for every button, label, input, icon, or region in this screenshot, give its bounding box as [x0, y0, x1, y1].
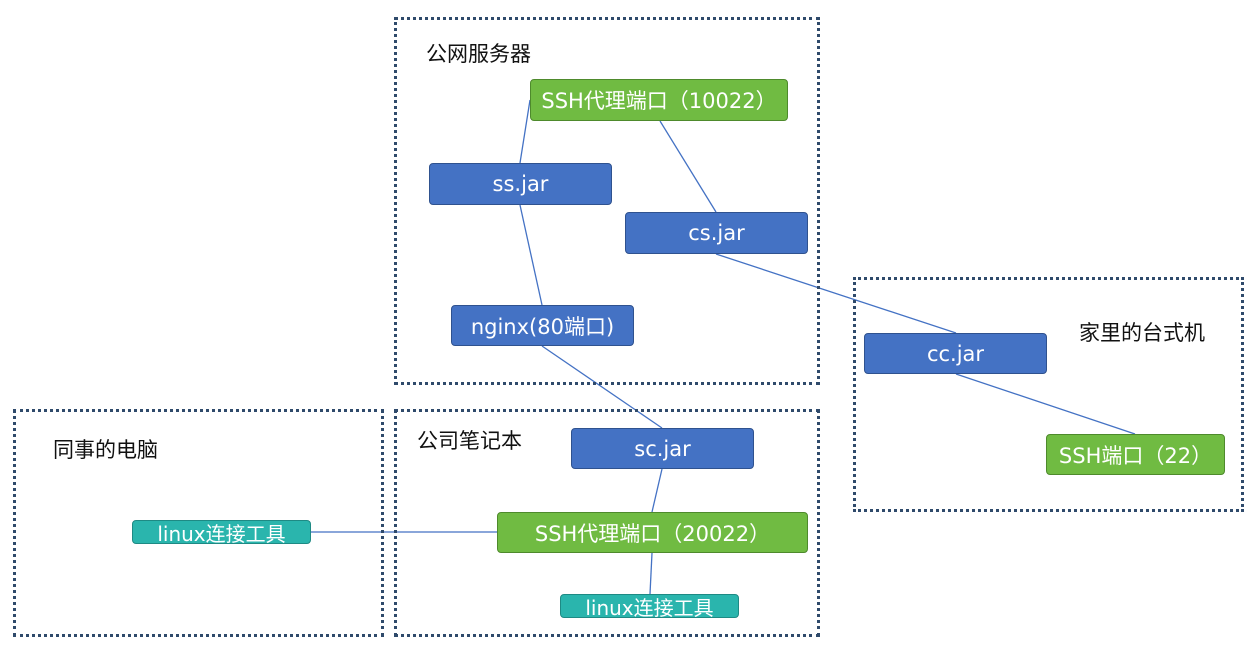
node-cc-jar: cc.jar — [864, 333, 1047, 374]
link-ssh10022-csjar — [659, 120, 717, 213]
group-label-public-server: 公网服务器 — [426, 42, 531, 66]
node-cs-jar: cs.jar — [625, 212, 808, 254]
link-ssh20022-tool — [649, 552, 653, 595]
group-label-colleague-pc: 同事的电脑 — [53, 438, 158, 462]
node-sc-jar: sc.jar — [571, 428, 754, 469]
group-label-home-desktop: 家里的台式机 — [1079, 321, 1205, 345]
node-nginx: nginx(80端口) — [451, 305, 634, 346]
node-ssh-proxy-10022: SSH代理端口（10022） — [530, 79, 788, 121]
link-ssh10022-ssjar — [519, 99, 531, 164]
node-linux-tool-laptop: linux连接工具 — [560, 594, 739, 620]
node-ssh-proxy-20022: SSH代理端口（20022） — [497, 512, 808, 553]
group-home-desktop — [853, 277, 1244, 512]
link-nginx-scjar — [541, 345, 663, 429]
group-company-laptop — [394, 409, 820, 637]
link-csjar-ccjar — [715, 253, 957, 334]
node-linux-tool-colleague: linux连接工具 — [132, 520, 311, 546]
group-label-company-laptop: 公司笔记本 — [417, 429, 522, 453]
group-colleague-pc — [13, 409, 384, 637]
link-scjar-ssh20022 — [651, 468, 663, 513]
node-ss-jar: ss.jar — [429, 163, 612, 205]
link-ssjar-nginx — [519, 204, 543, 306]
link-ccjar-ssh22 — [955, 373, 1136, 435]
node-ssh-22: SSH端口（22） — [1046, 434, 1225, 475]
group-public-server — [394, 17, 820, 385]
